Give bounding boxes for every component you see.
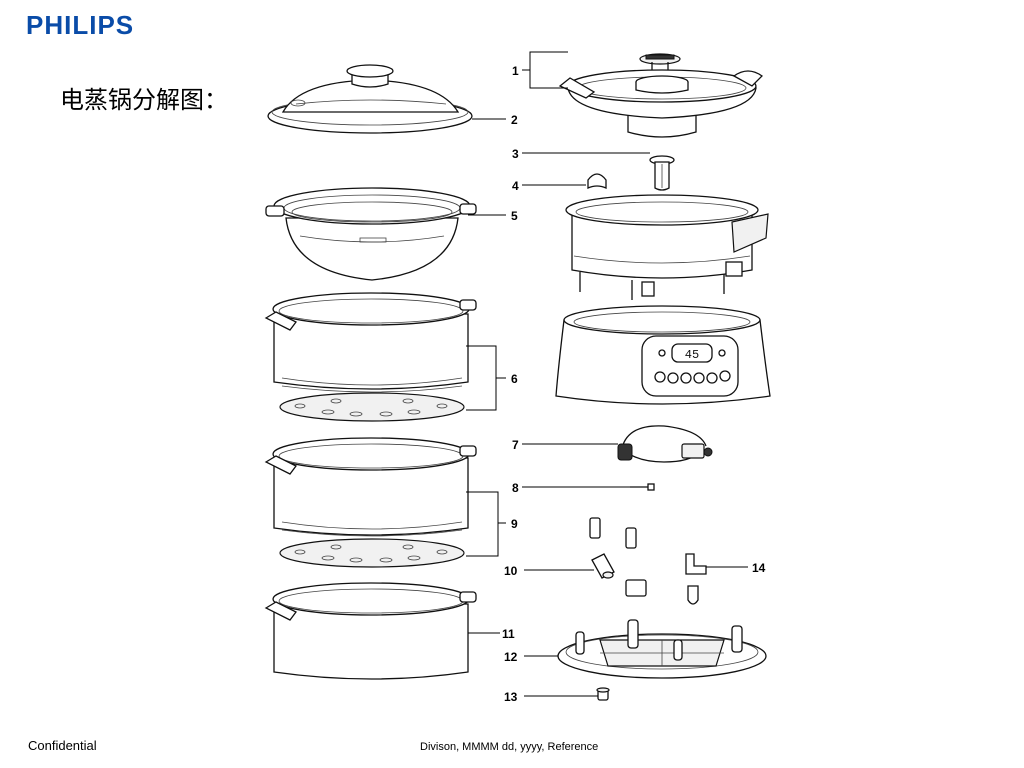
part-number-7: 7 <box>512 438 519 452</box>
philips-logo: PHILIPS <box>26 10 135 40</box>
footer-confidential: Confidential <box>28 738 97 753</box>
part-number-5: 5 <box>511 209 518 223</box>
base-plate <box>557 619 767 679</box>
part-number-14: 14 <box>752 561 766 575</box>
footer-reference: Divison, MMMM dd, yyyy, Reference <box>420 741 599 753</box>
part-number-2: 2 <box>511 113 518 127</box>
part-number-4: 4 <box>512 179 519 193</box>
part-number-13: 13 <box>504 690 518 704</box>
water-reservoir <box>565 194 769 300</box>
small-fittings <box>589 517 707 605</box>
small-cap <box>587 173 607 189</box>
part-number-labels: 1 2 3 4 5 6 7 8 9 10 11 12 13 14 <box>502 64 766 704</box>
part-number-6: 6 <box>511 372 518 386</box>
part-number-10: 10 <box>504 564 518 578</box>
sensor-pin <box>630 483 655 491</box>
display-readout: 45 <box>685 348 699 362</box>
part-number-1: 1 <box>512 64 519 78</box>
bottom-steam-basket <box>264 582 477 680</box>
heating-element <box>617 425 713 463</box>
middle-steam-basket <box>264 437 477 568</box>
rice-bowl <box>265 187 477 281</box>
foot <box>596 687 610 701</box>
drip-tray <box>558 53 764 138</box>
part-number-11: 11 <box>502 627 515 641</box>
part-number-3: 3 <box>512 147 519 161</box>
leader-lines <box>466 51 748 697</box>
collar-column <box>649 155 675 191</box>
part-number-12: 12 <box>504 650 518 664</box>
part-number-8: 8 <box>512 481 519 495</box>
steamer-base: 45 <box>555 305 771 405</box>
lid <box>267 64 473 134</box>
top-steam-basket <box>264 292 477 422</box>
part-number-9: 9 <box>511 517 518 531</box>
page-title: 电蒸锅分解图： <box>60 86 228 114</box>
